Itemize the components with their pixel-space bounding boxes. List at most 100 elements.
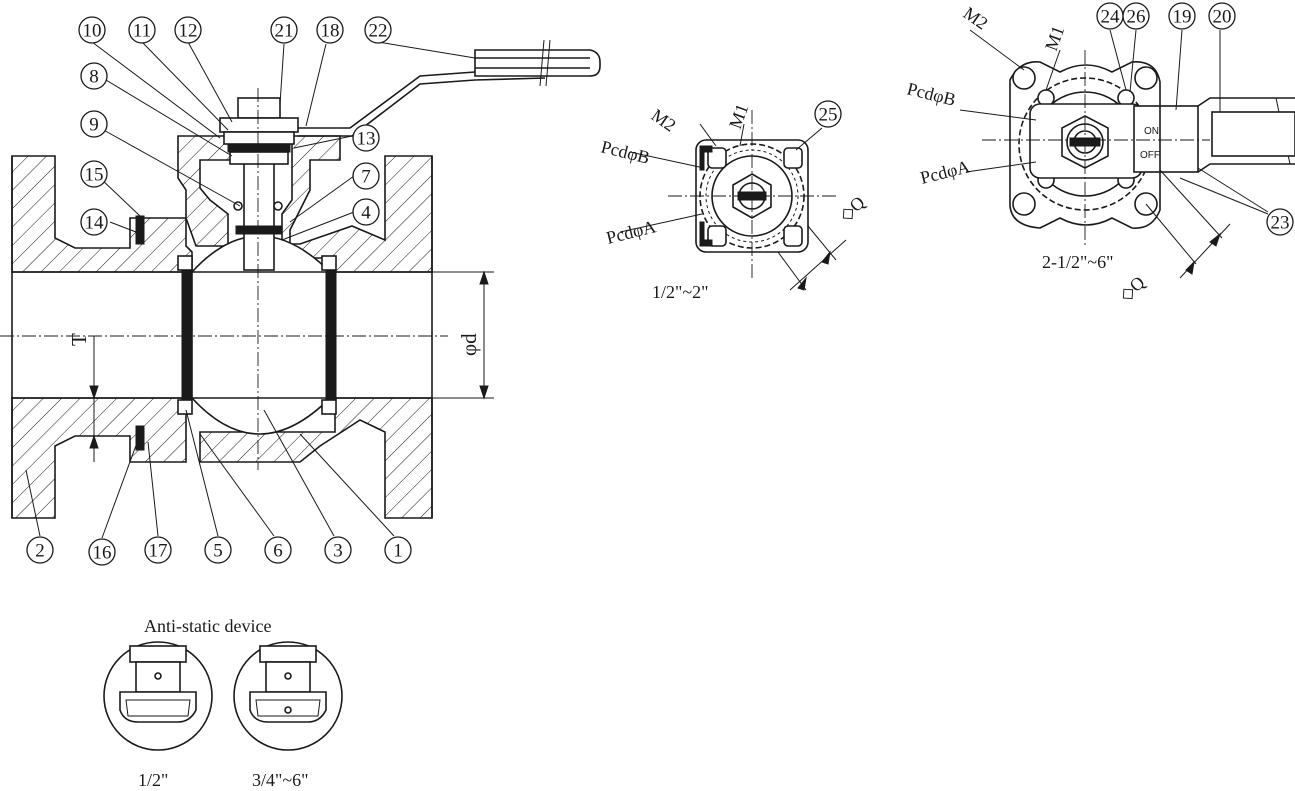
- body-neck-right: [281, 135, 341, 247]
- balloon-26: 26: [1122, 2, 1150, 30]
- balloon-9: 9: [80, 110, 108, 138]
- large-q-label: ◇Q: [1115, 272, 1148, 305]
- balloon-circle: [814, 100, 842, 128]
- balloon-3: 3: [324, 536, 352, 564]
- large-size-label: 2-1/2"~6": [1042, 252, 1113, 272]
- balloon-13: 13: [352, 124, 380, 152]
- balloon-1: 1: [384, 536, 412, 564]
- balloon-number: 6: [273, 541, 283, 562]
- main-section-view: T φd: [0, 39, 601, 539]
- balloon-number: 22: [369, 21, 388, 42]
- balloon-17: 17: [144, 536, 172, 564]
- gasket: [135, 215, 145, 245]
- balloon-number: 20: [1213, 7, 1232, 28]
- balloon-16: 16: [88, 538, 116, 566]
- balloon-circle: [352, 162, 380, 190]
- balloon-circle: [26, 536, 54, 564]
- large-on-label: ON: [1144, 126, 1159, 137]
- balloon-15: 15: [80, 160, 108, 188]
- balloon-number: 12: [179, 21, 198, 42]
- balloon-circle: [80, 208, 108, 236]
- balloon-number: 14: [85, 213, 105, 234]
- small-top-view: M2 M1 PcdφB PcdφA ◇Q 1/2"~2": [599, 101, 869, 302]
- large-m2-label: M2: [960, 3, 992, 34]
- balloon-20: 20: [1208, 2, 1236, 30]
- anti-static-title: Anti-static device: [144, 616, 271, 636]
- balloon-number: 16: [93, 543, 112, 564]
- balloon-number: 7: [361, 167, 371, 188]
- small-m2-label: M2: [648, 105, 680, 136]
- balloon-circle: [144, 536, 172, 564]
- balloon-22: 22: [364, 16, 392, 44]
- small-pcdb-label: PcdφB: [599, 136, 652, 167]
- balloon-number: 19: [1173, 7, 1192, 28]
- balloon-circle: [88, 538, 116, 566]
- balloon-circle: [1208, 2, 1236, 30]
- balloon-circle: [270, 16, 298, 44]
- balloon-number: 4: [361, 203, 371, 224]
- balloon-number: 23: [1271, 213, 1290, 234]
- large-pcda-label: PcdφA: [918, 156, 972, 188]
- balloon-number: 8: [89, 67, 99, 88]
- balloon-circle: [80, 62, 108, 90]
- balloon-number: 24: [1101, 7, 1121, 28]
- balloon-circle: [80, 110, 108, 138]
- balloon-19: 19: [1168, 2, 1196, 30]
- balloon-8: 8: [80, 62, 108, 90]
- large-top-view: ON OFF M2 M1 PcdφB PcdφA ◇Q 2-1/2"~6": [905, 3, 1295, 305]
- balloon-18: 18: [316, 16, 344, 44]
- balloon-number: 9: [89, 115, 99, 136]
- dim-d-label: φd: [457, 333, 481, 356]
- balloon-11: 11: [128, 16, 156, 44]
- balloon-4: 4: [352, 198, 380, 226]
- large-off-label: OFF: [1140, 150, 1160, 161]
- balloon-circle: [264, 536, 292, 564]
- balloon-number: 26: [1127, 7, 1146, 28]
- balloon-number: 11: [133, 21, 151, 42]
- balloon-7: 7: [352, 162, 380, 190]
- balloon-12: 12: [174, 16, 202, 44]
- balloon-24: 24: [1096, 2, 1124, 30]
- balloon-23: 23: [1266, 208, 1294, 236]
- dim-t-label: T: [67, 333, 91, 346]
- balloon-circle: [352, 198, 380, 226]
- balloon-number: 3: [333, 541, 343, 562]
- balloon-number: 15: [85, 165, 104, 186]
- balloon-number: 1: [393, 541, 403, 562]
- balloon-circle: [78, 16, 106, 44]
- balloon-circle: [1266, 208, 1294, 236]
- small-size-label: 1/2"~2": [652, 282, 708, 302]
- balloon-circle: [364, 16, 392, 44]
- balloon-number: 5: [213, 541, 223, 562]
- large-m1-label: M1: [1041, 23, 1068, 53]
- balloon-number: 21: [275, 21, 294, 42]
- anti-static-details: Anti-static device 1/2" 3/4"~6": [103, 616, 343, 790]
- balloon-25: 25: [814, 100, 842, 128]
- part-balloons: 10 11 12 21 18 22 8 9 13 15 7 4 14 2 16 17 5 6 3 1 25 24 26 19 2…: [26, 2, 1294, 566]
- balloon-10: 10: [78, 16, 106, 44]
- balloon-2: 2: [26, 536, 54, 564]
- balloon-number: 13: [357, 129, 376, 150]
- balloon-number: 17: [149, 541, 168, 562]
- small-pcda-label: PcdφA: [604, 216, 658, 248]
- large-handle-block: [1133, 105, 1199, 173]
- gland-nut: [219, 117, 299, 133]
- balloon-14: 14: [80, 208, 108, 236]
- left-flange-lower: [11, 397, 187, 519]
- balloon-circle: [324, 536, 352, 564]
- balloon-number: 18: [321, 21, 340, 42]
- balloon-circle: [384, 536, 412, 564]
- anti-static-left-size: 1/2": [138, 770, 168, 790]
- balloon-number: 2: [35, 541, 45, 562]
- small-m1-label: M1: [725, 101, 752, 131]
- balloon-circle: [352, 124, 380, 152]
- balloon-circle: [1122, 2, 1150, 30]
- balloon-circle: [80, 160, 108, 188]
- balloon-5: 5: [204, 536, 232, 564]
- anti-static-detail-left: [103, 641, 213, 751]
- balloon-circle: [204, 536, 232, 564]
- balloon-circle: [174, 16, 202, 44]
- balloon-circle: [1168, 2, 1196, 30]
- balloon-number: 25: [819, 105, 838, 126]
